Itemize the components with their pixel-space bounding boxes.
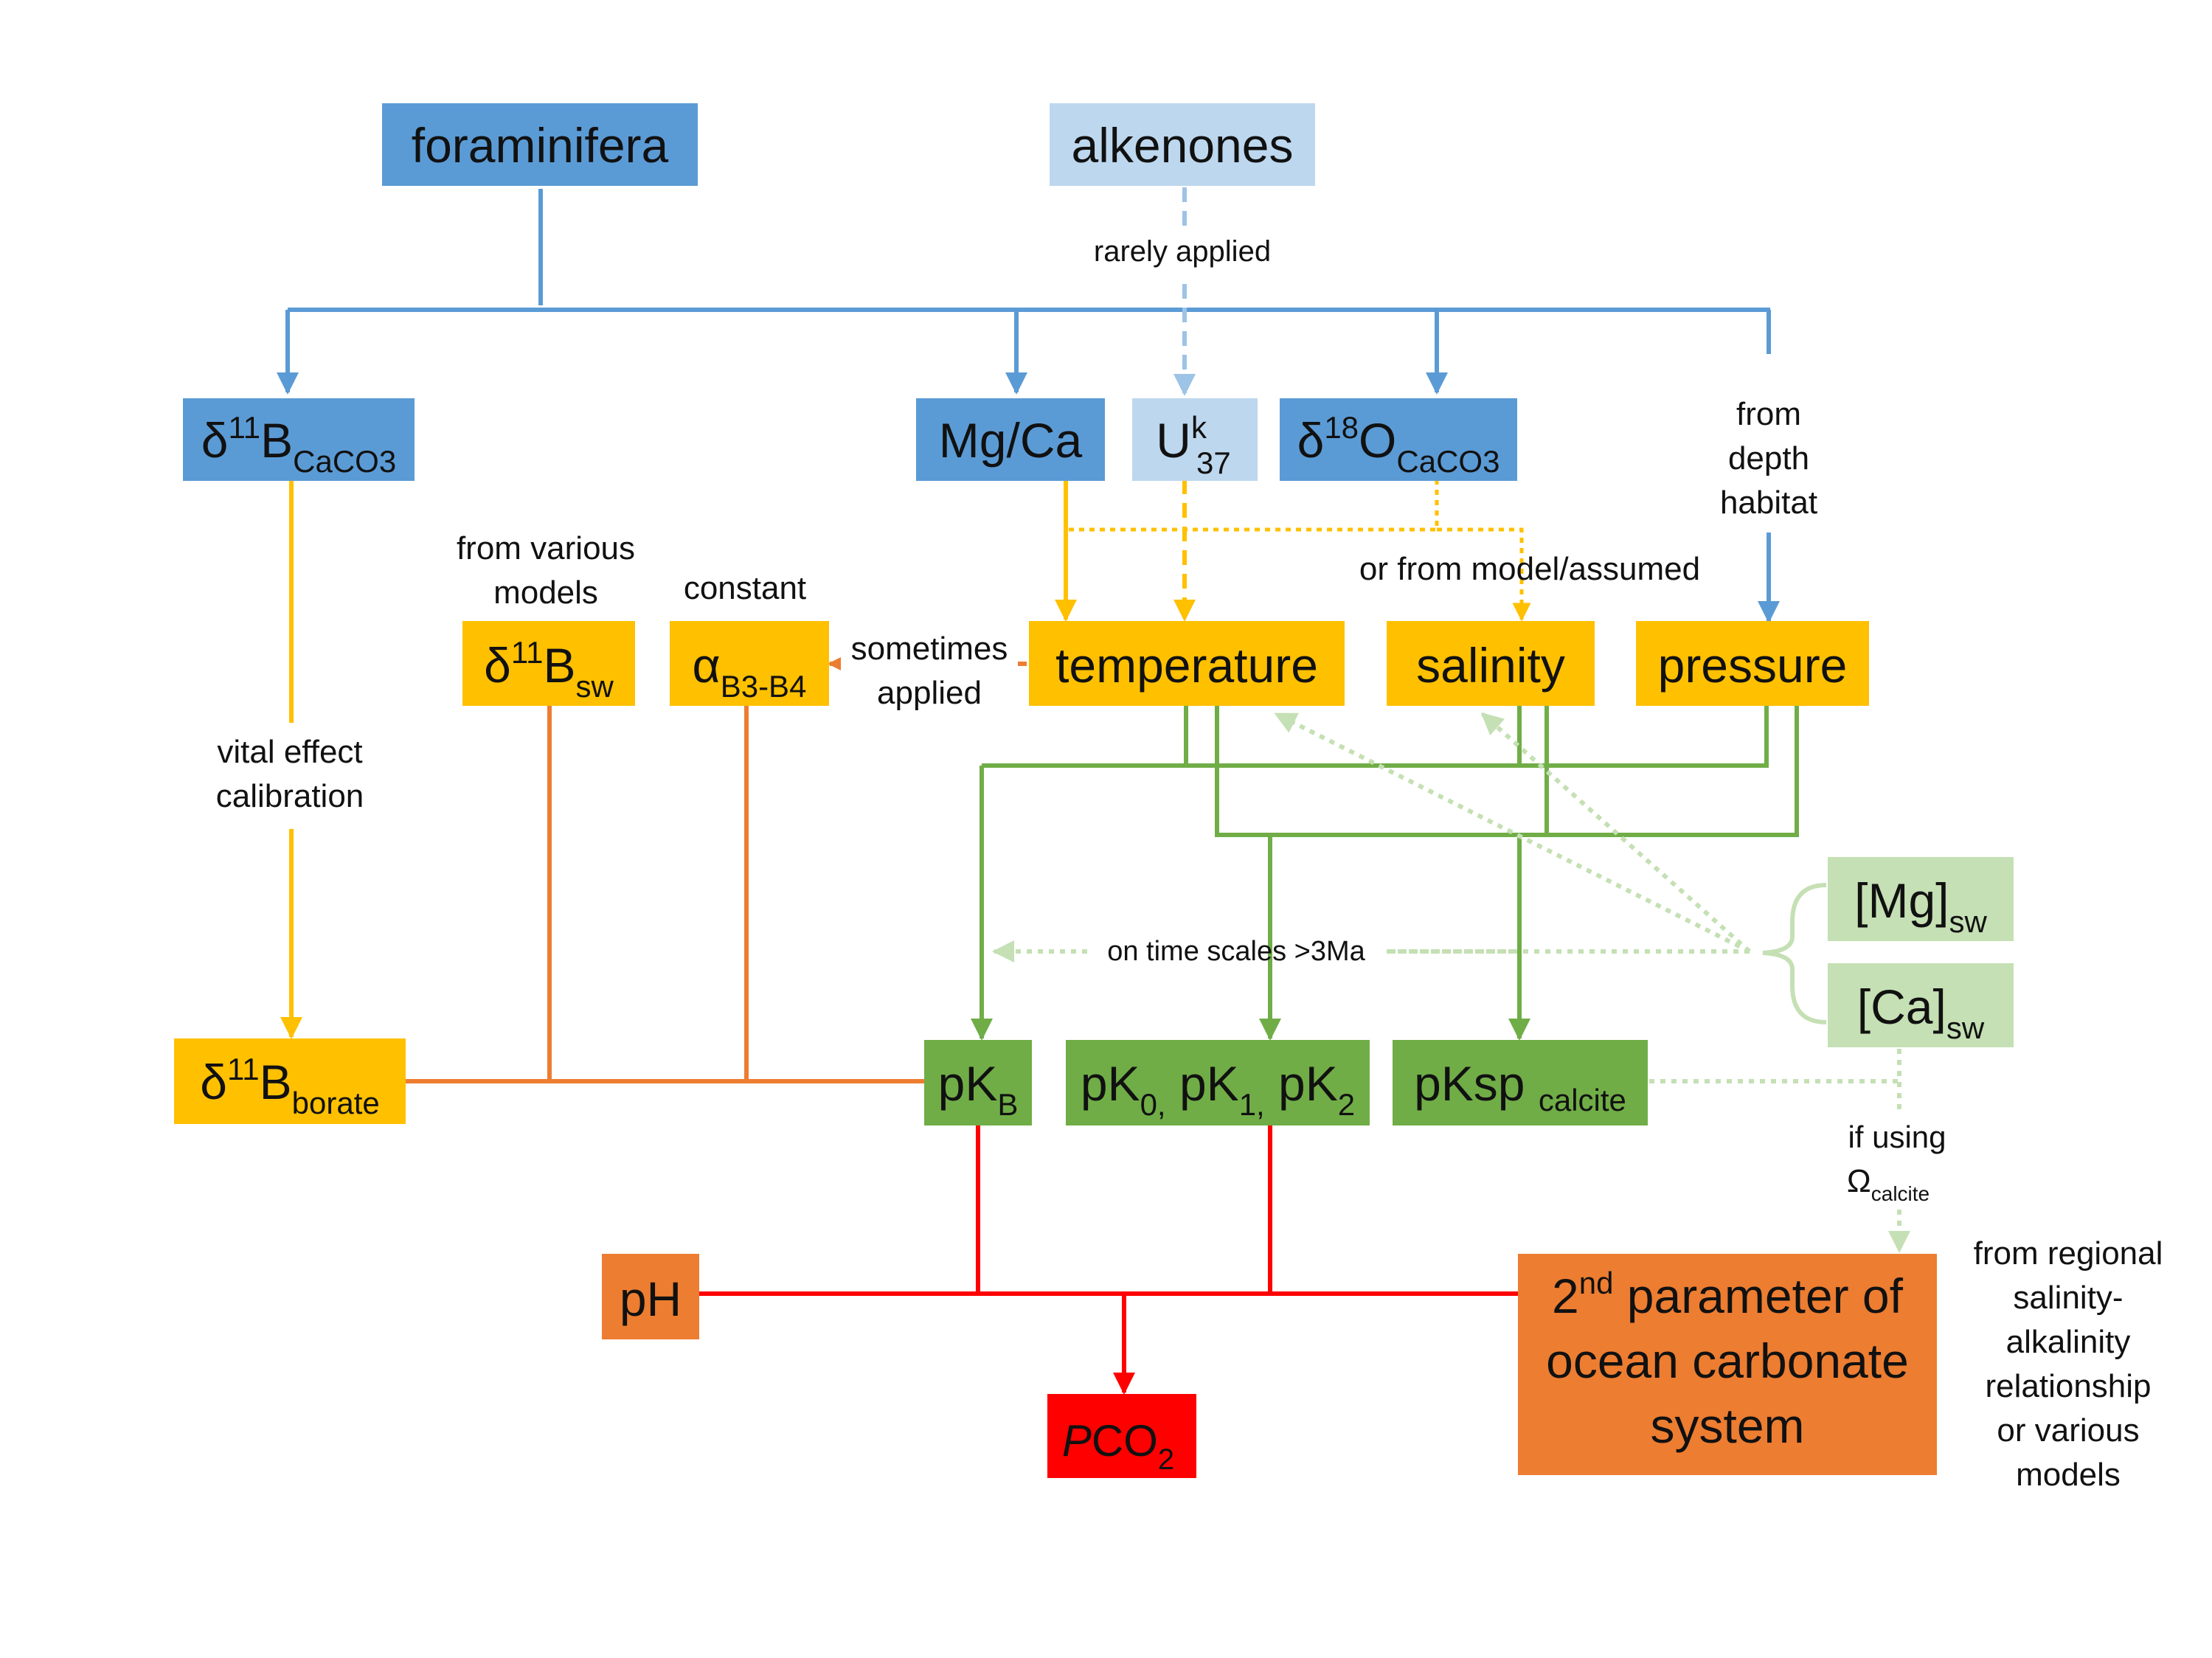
annotations: rarely applied from depth habitat from v… — [216, 227, 2163, 1493]
node-ca-sw: [Ca]sw — [1828, 963, 2014, 1047]
connectors — [277, 187, 1910, 1395]
note-from-regional-2: salinity- — [2013, 1280, 2123, 1316]
node-mgca-label: Mg/Ca — [939, 413, 1083, 468]
node-salinity: salinity — [1387, 621, 1595, 706]
node-pk012: pK0, pK1, pK2 — [1066, 1040, 1370, 1125]
note-omega-calcite: Ωcalcite — [1847, 1163, 1930, 1205]
note-from-regional-3: alkalinity — [2006, 1324, 2131, 1360]
node-d18o-caco3-label: δ18OCaCO3 — [1297, 410, 1500, 479]
note-if-using: if using — [1848, 1120, 1946, 1154]
note-sometimes-applied-1: sometimes — [851, 631, 1008, 667]
node-pressure: pressure — [1636, 621, 1869, 706]
edge-d18o-dotted — [1066, 479, 1524, 620]
node-mg-sw: [Mg]sw — [1828, 857, 2014, 941]
note-sometimes-applied-2: applied — [877, 675, 982, 711]
note-vital-effect-2: calibration — [216, 778, 364, 814]
node-ph: pH — [602, 1254, 699, 1339]
note-constant: constant — [684, 570, 806, 606]
node-ca-sw-label: [Ca]sw — [1857, 979, 1985, 1045]
node-mg-sw-label: [Mg]sw — [1854, 873, 1987, 939]
node-pco2-label: PCO2 — [1062, 1416, 1174, 1476]
node-pco2: PCO2 — [1047, 1394, 1196, 1478]
node-alpha: αB3-B4 — [670, 621, 829, 706]
node-alpha-label: αB3-B4 — [693, 638, 807, 704]
node-d11b-borate-label: δ11Bborate — [200, 1052, 379, 1120]
node-d11b-sw: δ11Bsw — [462, 621, 635, 706]
note-from-regional-5: or various — [1997, 1412, 2139, 1449]
node-second-parameter-line1: 2nd parameter of — [1552, 1266, 1904, 1323]
note-from-various-models-2: models — [493, 575, 598, 611]
note-rarely-applied: rarely applied — [1094, 235, 1271, 268]
node-d11b-caco3: δ11BCaCO3 — [183, 398, 415, 481]
node-d18o-caco3: δ18OCaCO3 — [1280, 398, 1517, 481]
note-from-regional-6: models — [2016, 1457, 2121, 1493]
node-d11b-caco3-label: δ11BCaCO3 — [201, 410, 396, 479]
node-second-parameter-line2: ocean carbonate — [1546, 1333, 1909, 1388]
node-d11b-borate: δ11Bborate — [174, 1038, 406, 1124]
note-from-regional-1: from regional — [1974, 1235, 2163, 1272]
node-pkb: pKB — [924, 1040, 1032, 1125]
node-mgca: Mg/Ca — [916, 398, 1105, 481]
node-salinity-label: salinity — [1416, 638, 1565, 693]
edge-bus2 — [1215, 705, 1799, 837]
node-alkenones-label: alkenones — [1072, 118, 1294, 173]
node-temperature: temperature — [1029, 621, 1345, 706]
node-foraminifera: foraminifera — [382, 103, 698, 186]
node-temperature-label: temperature — [1055, 638, 1318, 693]
node-alkenones: alkenones — [1050, 103, 1315, 186]
node-pksp-label: pKsp calcite — [1414, 1056, 1626, 1117]
edge-temp-to-pkb — [982, 705, 1769, 768]
note-vital-effect-1: vital effect — [217, 734, 362, 770]
note-from-various-models-1: from various — [457, 530, 635, 566]
note-from-depth-habitat-1: from — [1736, 396, 1801, 432]
note-from-regional-4: relationship — [1985, 1368, 2151, 1404]
note-or-from-model: or from model/assumed — [1359, 551, 1700, 587]
edge-mgca-sw-salinity — [1480, 712, 1751, 954]
node-d11b-sw-label: δ11Bsw — [484, 635, 614, 704]
node-second-parameter-line3: system — [1650, 1398, 1804, 1453]
note-time-scales: on time scales >3Ma — [1107, 936, 1365, 967]
node-pressure-label: pressure — [1658, 638, 1848, 693]
edge-brace — [1762, 883, 1827, 1024]
node-second-parameter: 2nd parameter of ocean carbonate system — [1518, 1254, 1937, 1475]
node-pk012-label: pK0, pK1, pK2 — [1081, 1056, 1355, 1122]
note-from-depth-habitat-2: depth — [1728, 440, 1809, 476]
node-ph-label: pH — [620, 1272, 682, 1326]
node-pksp: pKsp calcite — [1393, 1040, 1648, 1125]
node-foraminifera-label: foraminifera — [412, 118, 669, 173]
node-pkb-label: pKB — [938, 1056, 1019, 1122]
note-from-depth-habitat-3: habitat — [1720, 485, 1817, 521]
